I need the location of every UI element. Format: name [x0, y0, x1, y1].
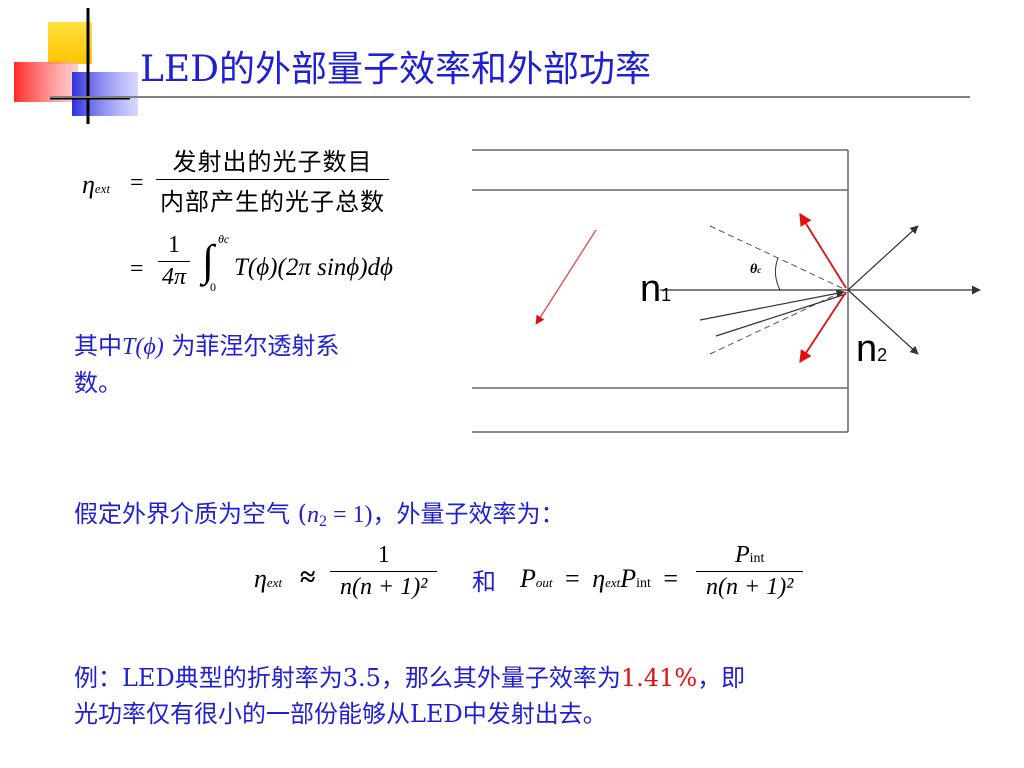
equals-sign-1: =: [130, 170, 144, 196]
pout-expression: Pout = ηextPint =: [520, 564, 679, 593]
fresnel-note: 其中T(ϕ) 为菲涅尔透射系 数。: [74, 328, 454, 401]
red-arrow-left: [535, 229, 597, 325]
label-n2: n2: [856, 328, 888, 370]
equals-sign-2: =: [130, 256, 144, 282]
assume-var: n: [307, 502, 319, 528]
assume-suffix: ，外量子效率为：: [372, 500, 565, 528]
eq2-den-b: n(n + 1)²: [696, 571, 804, 601]
assumption-line: 假定外界介质为空气 (n2 = 1)，外量子效率为：: [74, 496, 565, 540]
transmitted-ray: [847, 289, 919, 355]
label-theta-c: θc: [750, 262, 762, 277]
eta-ext-definition: ηext = 发射出的光子数目 内部产生的光子总数 = 1 4π ∫ θc 0 …: [78, 140, 458, 300]
connector-he: 和: [472, 568, 496, 596]
eta-ext-air-equation: ηext ≈ 1 n(n + 1)² 和 Pout = ηextPint = P…: [250, 540, 850, 620]
incident-ray-2: [715, 293, 847, 337]
assume-prefix: 假定外界介质为空气 (: [74, 500, 307, 528]
logo-decoration: [0, 0, 140, 130]
eq2-fraction-b: Pint n(n + 1)²: [696, 542, 804, 601]
one-over-4pi: 1 4π: [158, 232, 191, 291]
note-prefix: 其中: [74, 332, 122, 360]
note-line2: 数。: [74, 369, 122, 397]
ratio-denominator: 内部产生的光子总数: [156, 179, 389, 217]
photon-ratio-fraction: 发射出的光子数目 内部产生的光子总数: [156, 142, 389, 217]
incident-ray-1: [699, 289, 845, 321]
slide-title: LED的外部量子效率和外部功率: [140, 49, 652, 90]
ratio-numerator: 发射出的光子数目: [172, 148, 373, 176]
assume-var-sub: 2: [319, 513, 327, 530]
assume-eq: = 1): [327, 502, 373, 528]
integral-upper-limit: θc: [218, 232, 230, 246]
note-suffix: 为菲涅尔透射系: [163, 332, 340, 360]
red-reflect-upper: [799, 212, 847, 289]
refraction-diagram: n1 n2 θc: [460, 140, 1000, 440]
angle-arc: [774, 257, 781, 291]
red-reflect-lower: [799, 291, 847, 364]
example-paragraph: 例：LED典型的折射率为3.5，那么其外量子效率为1.41%，即 光功率仅有很小…: [74, 660, 994, 732]
title-divider: [50, 96, 970, 98]
eta-symbol: η: [82, 170, 95, 199]
eq2-den: n(n + 1)²: [330, 571, 438, 601]
eq2-num: 1: [377, 542, 390, 568]
example-line1-b: ，即: [697, 664, 746, 692]
label-n1: n1: [640, 268, 672, 310]
approx-sign: ≈: [300, 562, 316, 593]
example-line2: 光功率仅有很小的一部份能够从LED中发射出去。: [74, 700, 607, 728]
integral-sign: ∫: [202, 236, 215, 285]
refracted-ray: [847, 225, 919, 291]
eq2-eta-sub: ext: [266, 575, 283, 590]
integral-lower-limit: 0: [210, 280, 216, 294]
efficiency-value: 1.41%: [620, 664, 698, 692]
example-line1-a: 例：LED典型的折射率为3.5，那么其外量子效率为: [74, 664, 621, 692]
frac-4pi: 4π: [158, 261, 191, 291]
frac-one: 1: [168, 232, 181, 258]
note-function: T(ϕ): [122, 334, 164, 360]
integrand: T(ϕ)(2π sinϕ)dϕ: [234, 254, 393, 281]
eq2-fraction: 1 n(n + 1)²: [330, 542, 438, 601]
eq2-eta: η: [254, 564, 267, 593]
critical-line-lower: [709, 289, 847, 355]
eta-subscript: ext: [94, 181, 111, 196]
